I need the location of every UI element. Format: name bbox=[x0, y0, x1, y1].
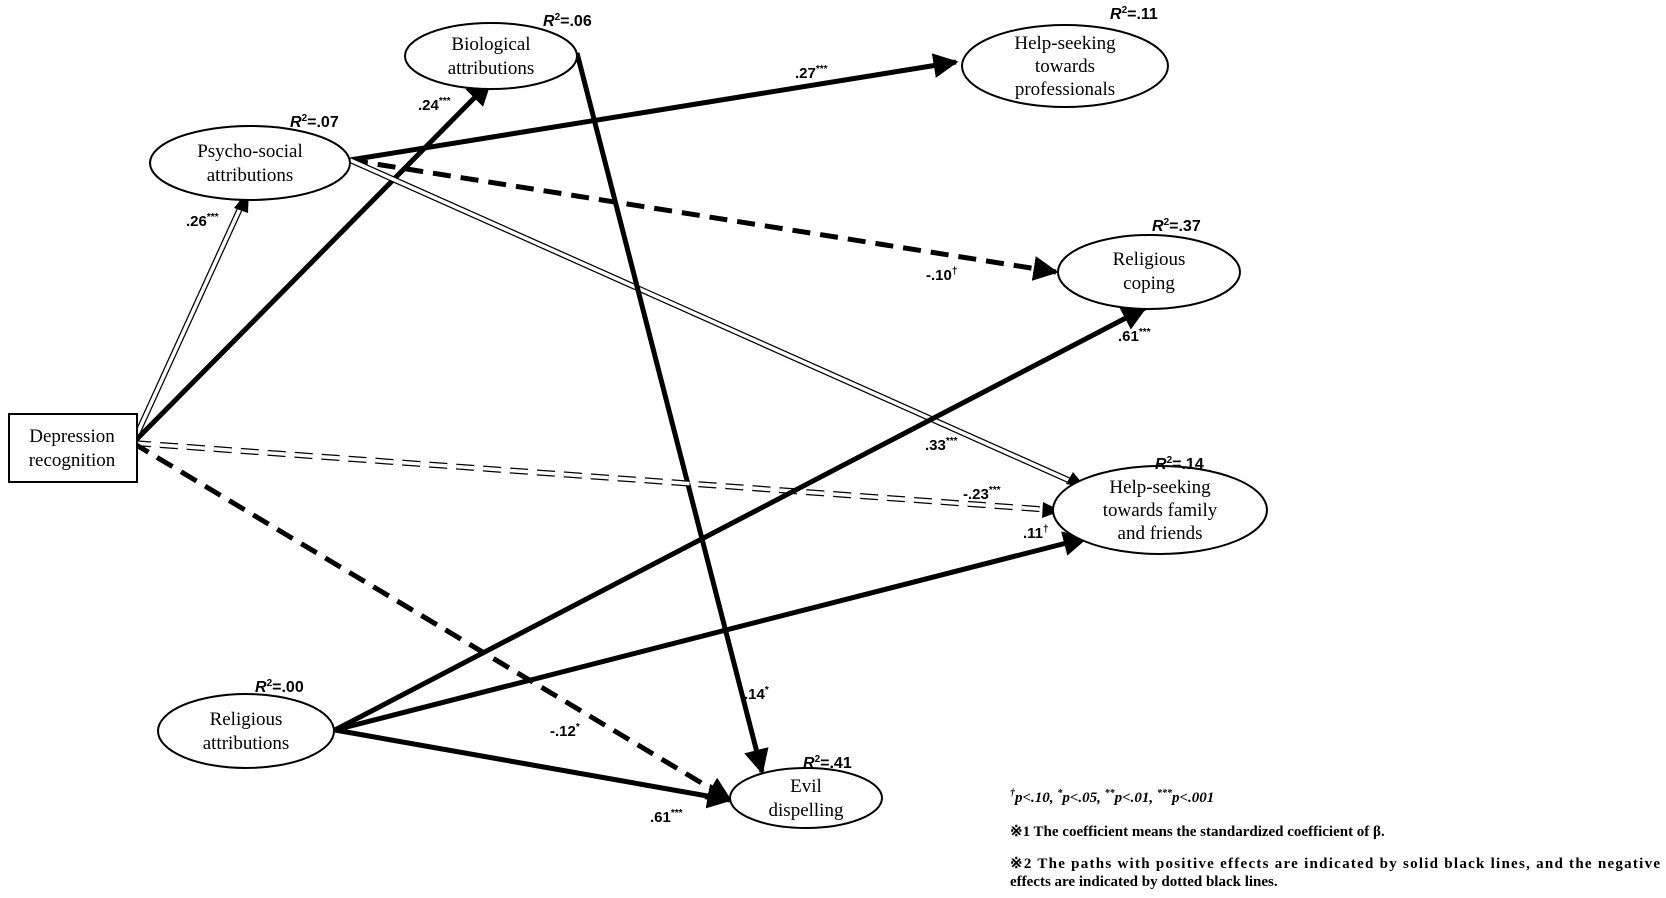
node-psychosocial: Psycho-social attributions R2=.07 bbox=[149, 113, 351, 201]
node-rel-coping-line2: coping bbox=[1123, 273, 1175, 294]
r2-rel-attr: R2=.00 bbox=[255, 678, 304, 696]
coef-bio-evil: .14* bbox=[744, 685, 769, 703]
node-biological-line1: Biological bbox=[451, 34, 530, 55]
r2-evil: R2=.41 bbox=[803, 754, 852, 772]
coef-rel-family: .11† bbox=[1023, 524, 1049, 542]
node-evil-line2: dispelling bbox=[769, 800, 844, 821]
node-rel-attr-line2: attributions bbox=[203, 733, 290, 754]
path-rel-family bbox=[334, 531, 1089, 733]
node-psychosocial-line1: Psycho-social bbox=[197, 141, 303, 162]
coef-dep-psy: .26*** bbox=[186, 212, 219, 230]
legend-significance: †p<.10, *p<.05, **p<.01, ***p<.001 bbox=[1010, 788, 1214, 806]
legend-note2-line2: effects are indicated by dotted black li… bbox=[1010, 874, 1278, 890]
node-rel-coping-line1: Religious bbox=[1113, 249, 1186, 270]
coef-dep-bio: .24*** bbox=[418, 96, 451, 114]
node-biological-line2: attributions bbox=[448, 58, 535, 79]
path-rel-evil bbox=[334, 727, 733, 809]
node-help-family-line1: Help-seeking bbox=[1109, 477, 1211, 498]
r2-rel-coping: R2=.37 bbox=[1152, 217, 1201, 235]
r2-biological: R2=.06 bbox=[543, 12, 592, 30]
node-rel-coping: Religious coping R2=.37 bbox=[1057, 217, 1241, 310]
node-biological: Biological attributions R2=.06 bbox=[404, 12, 592, 90]
node-help-family: Help-seeking towards family and friends … bbox=[1052, 455, 1268, 555]
node-evil-line1: Evil bbox=[790, 776, 822, 797]
node-psychosocial-line2: attributions bbox=[207, 165, 294, 186]
node-help-prof-line3: professionals bbox=[1015, 79, 1115, 100]
r2-help-family: R2=.14 bbox=[1155, 455, 1204, 473]
nodes: Depression recognition Psycho-social att… bbox=[8, 5, 1268, 829]
path-rel-coping bbox=[333, 305, 1148, 733]
node-help-family-line2: towards family bbox=[1103, 500, 1218, 521]
node-help-family-line3: and friends bbox=[1118, 523, 1203, 544]
node-help-prof-line2: towards bbox=[1035, 56, 1095, 77]
coef-psy-prof: .27*** bbox=[795, 64, 828, 82]
path-dep-evil bbox=[131, 440, 733, 803]
path-psy-coping bbox=[349, 157, 1059, 281]
legend: †p<.10, *p<.05, **p<.01, ***p<.001 ※1 Th… bbox=[1010, 788, 1660, 890]
node-evil: Evil dispelling R2=.41 bbox=[729, 754, 883, 829]
coef-psy-family: .33*** bbox=[925, 436, 958, 454]
coef-psy-coping: -.10† bbox=[926, 266, 957, 284]
node-depression-line1: Depression bbox=[29, 426, 115, 447]
path-dep-bio bbox=[131, 80, 492, 445]
node-help-prof-line1: Help-seeking bbox=[1014, 33, 1116, 54]
r2-help-prof: R2=.11 bbox=[1110, 5, 1158, 23]
legend-note2-line1: ※2 The paths with positive effects are i… bbox=[1010, 856, 1660, 872]
coef-rel-evil: .61*** bbox=[650, 808, 683, 826]
path-dep-family bbox=[132, 440, 1061, 518]
path-bio-evil bbox=[574, 52, 769, 775]
coefficient-labels: .26*** .24*** .27*** -.10† .61*** .33***… bbox=[186, 64, 1151, 826]
r2-psychosocial: R2=.07 bbox=[290, 113, 339, 131]
coef-dep-family: -.23*** bbox=[963, 485, 1001, 503]
node-rel-attr-line1: Religious bbox=[210, 709, 283, 730]
node-rel-attr: Religious attributions R2=.00 bbox=[157, 678, 335, 769]
path-psy-family bbox=[348, 157, 1086, 488]
legend-note1: ※1 The coefficient means the standardize… bbox=[1010, 824, 1385, 840]
coef-rel-coping: .61*** bbox=[1118, 327, 1151, 345]
node-depression: Depression recognition bbox=[8, 413, 138, 483]
node-help-prof: Help-seeking towards professionals R2=.1… bbox=[961, 5, 1169, 108]
coef-dep-evil: -.12* bbox=[550, 722, 580, 740]
paths bbox=[130, 52, 1148, 809]
node-depression-line2: recognition bbox=[29, 450, 116, 471]
path-psy-prof bbox=[349, 53, 959, 163]
